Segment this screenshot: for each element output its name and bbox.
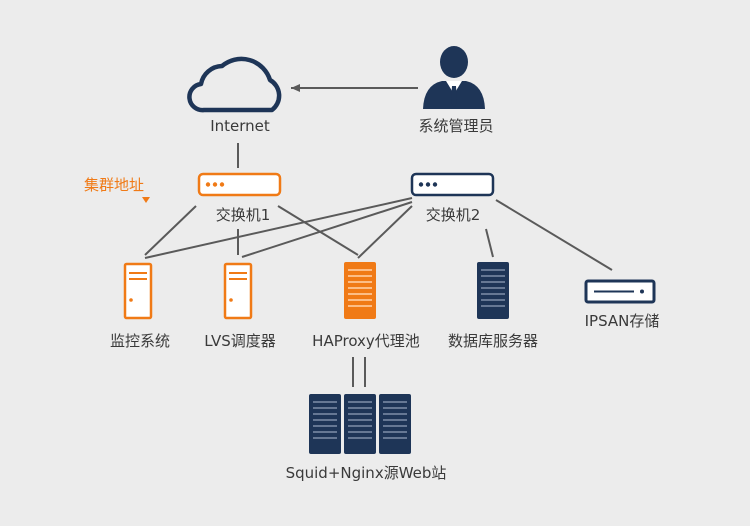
switch2-to-ipsan-line bbox=[495, 199, 613, 271]
switch2-to-monitor-line bbox=[144, 197, 413, 259]
server-rack-icon bbox=[379, 394, 411, 454]
connectors bbox=[144, 84, 613, 387]
server-tower-icon bbox=[223, 262, 253, 320]
lvs-label: LVS调度器 bbox=[204, 332, 276, 350]
haproxy-label: HAProxy代理池 bbox=[312, 332, 420, 350]
switch1-to-monitor-line bbox=[144, 205, 197, 256]
switch2-to-database-line bbox=[485, 228, 494, 258]
administrator-icon bbox=[423, 46, 485, 109]
cluster-address-label: 集群地址 bbox=[84, 176, 145, 194]
switch1-to-haproxy-line bbox=[277, 205, 359, 256]
server-rack-icon bbox=[309, 394, 341, 454]
admin-label: 系统管理员 bbox=[418, 117, 494, 135]
server-rack-icon bbox=[344, 394, 376, 454]
server-tower-icon bbox=[123, 262, 153, 320]
switch-icon bbox=[410, 172, 495, 197]
storage-device-icon bbox=[584, 279, 656, 304]
ipsan-label: IPSAN存储 bbox=[584, 312, 660, 330]
switch2-to-lvs-line bbox=[241, 201, 413, 258]
cloud-icon bbox=[187, 56, 282, 113]
switch2-label: 交换机2 bbox=[425, 206, 481, 224]
cluster-address-marker-icon bbox=[142, 197, 150, 203]
switch2-to-haproxy-line bbox=[357, 205, 413, 259]
switch-icon bbox=[197, 172, 282, 197]
internet-label: Internet bbox=[210, 117, 270, 135]
database-label: 数据库服务器 bbox=[447, 332, 539, 350]
server-rack-icon bbox=[344, 262, 376, 319]
web-label: Squid+Nginx源Web站 bbox=[285, 464, 447, 482]
switch1-label: 交换机1 bbox=[215, 206, 271, 224]
server-rack-icon bbox=[477, 262, 509, 319]
monitor-label: 监控系统 bbox=[109, 332, 171, 350]
